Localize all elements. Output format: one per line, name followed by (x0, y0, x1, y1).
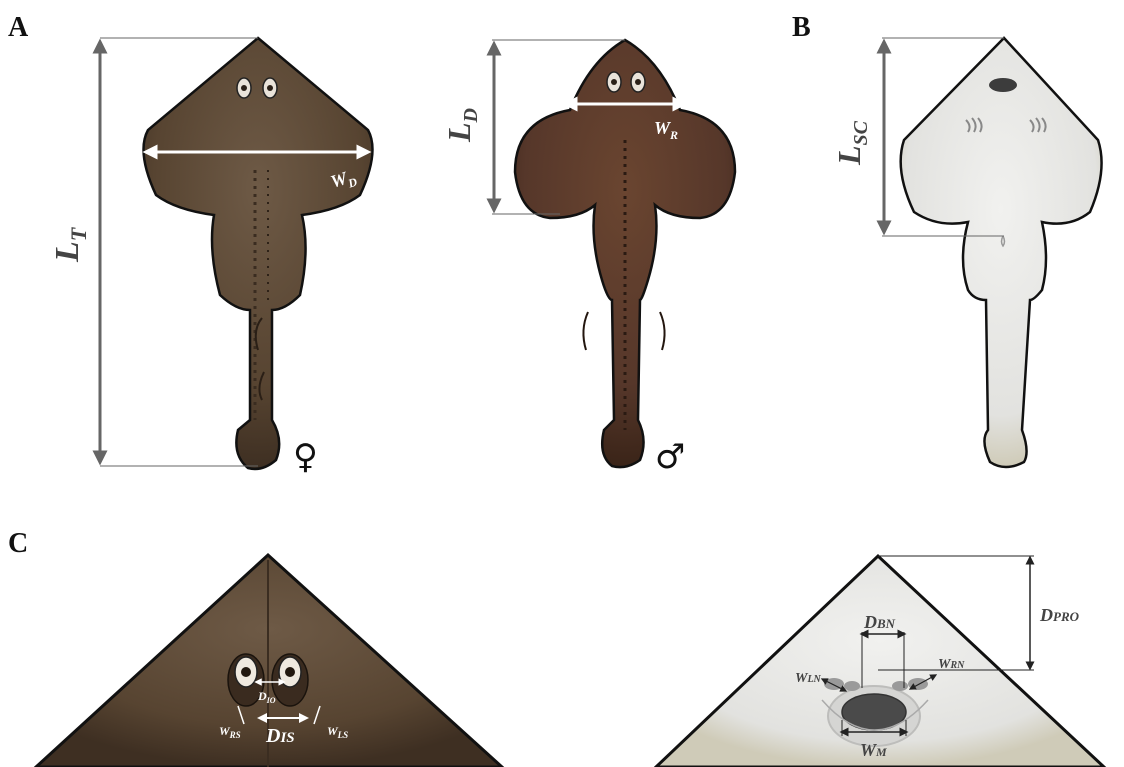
ventral-head-detail (656, 556, 1104, 767)
wln-label: WLN (795, 671, 822, 686)
ld-label: LD (441, 108, 482, 143)
male-symbol: ♂ (655, 437, 685, 477)
panel-label-c: C (8, 528, 28, 559)
lsc-label: LSC (831, 120, 872, 166)
panel-label-a: A (8, 12, 29, 43)
panel-label-b: B (792, 12, 811, 43)
ray-ventral (901, 38, 1102, 467)
lt-label: LT (49, 226, 91, 263)
female-symbol: ♀ (293, 437, 318, 477)
dpro-label: DPRO (1039, 605, 1080, 625)
wrn-label: WRN (938, 657, 965, 672)
female-ray-dorsal (144, 38, 373, 469)
